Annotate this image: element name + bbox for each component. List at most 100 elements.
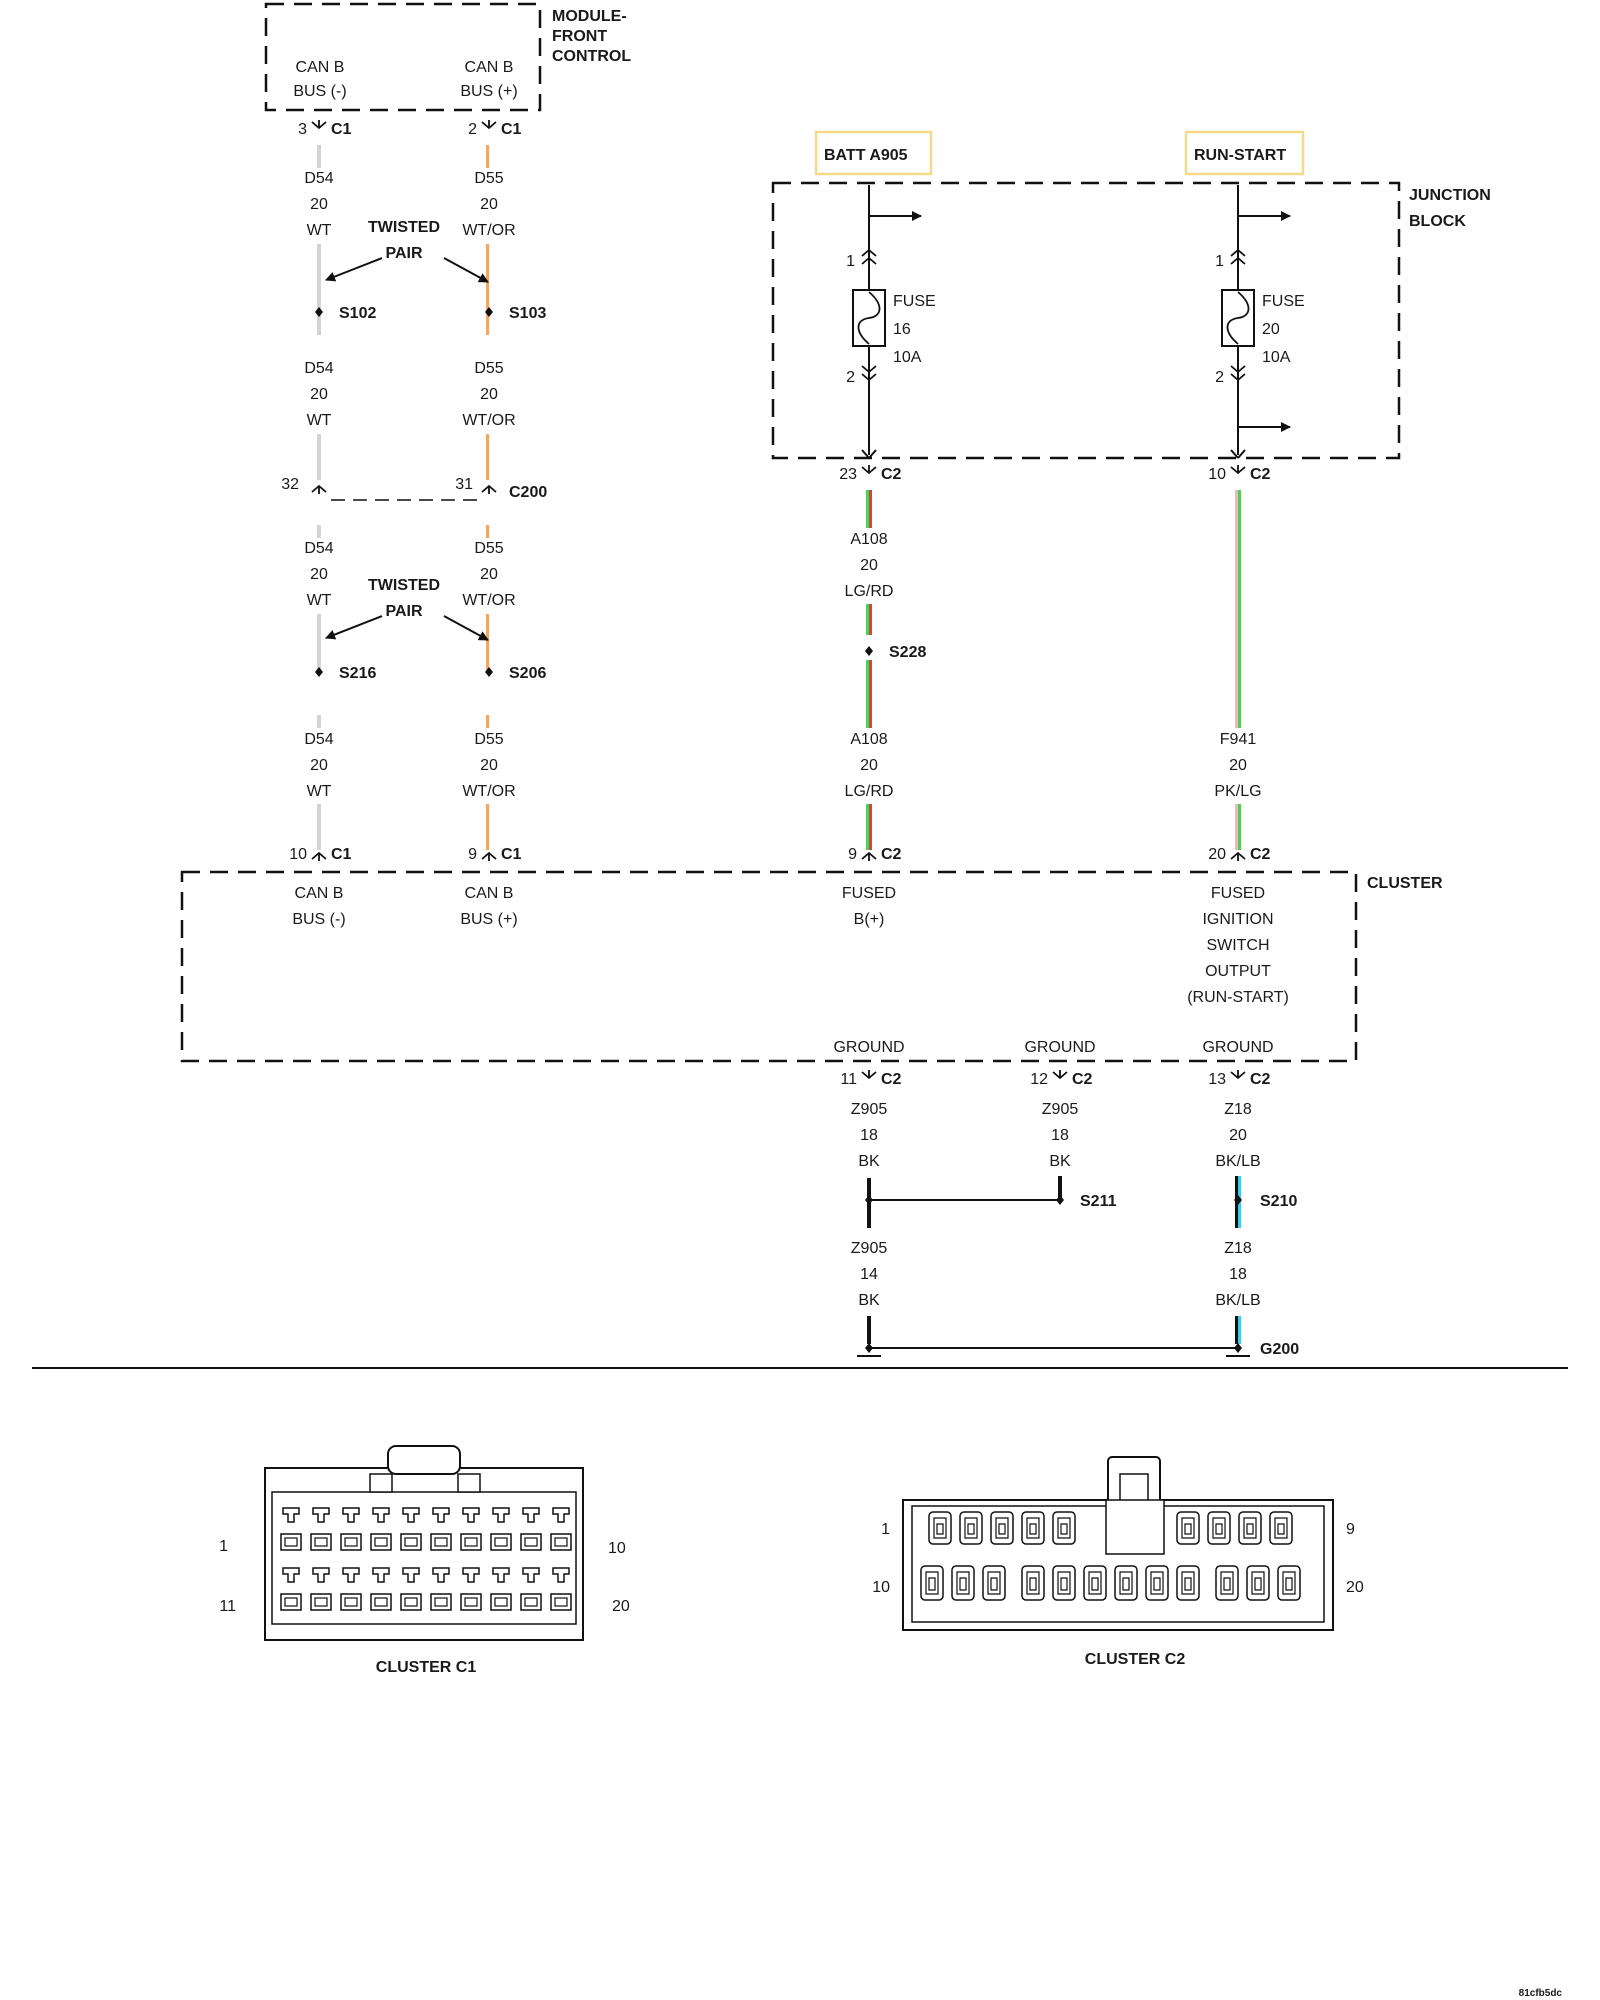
splice-s211-point [865, 1195, 873, 1205]
label-backdrop [1206, 728, 1270, 804]
run-start-label: RUN-START [1194, 147, 1286, 164]
connector-cluster-gnd-3-name: C2 [1250, 1071, 1271, 1088]
splice-s210-label: S210 [1260, 1193, 1297, 1210]
mfc-can-pos-label: BUS (+) [460, 83, 517, 100]
wire-label-d54-d: WT [307, 783, 332, 800]
wire-label-d55-c: 20 [480, 566, 498, 583]
connector-jb-batt-out-pin: 23 [839, 466, 857, 483]
wire-label-z18-b: Z18 [1224, 1240, 1252, 1257]
cluster-c2-cavity [1176, 1511, 1200, 1545]
wire-label-z905-b: Z905 [1042, 1101, 1079, 1118]
cluster-c1-terminal [432, 1507, 450, 1523]
label-backdrop [287, 538, 351, 614]
label-backdrop [455, 358, 523, 434]
cluster-c1-terminal [552, 1507, 570, 1523]
wire-label-z18-a: Z18 [1224, 1101, 1252, 1118]
wires [287, 145, 1270, 1349]
label-backdrop [455, 538, 523, 614]
connector-c200-name: C200 [509, 484, 547, 501]
cluster-c1-cavity [374, 1597, 388, 1607]
twisted-pair-arrow [325, 257, 383, 282]
cluster-c1-terminal [462, 1567, 480, 1583]
cluster-c1-cavity [310, 1593, 332, 1611]
fuse-20-in-pin: 1 [1215, 253, 1224, 270]
wire-label-z18-b: BK/LB [1215, 1292, 1260, 1309]
cluster-c2-pin-9: 9 [1346, 1521, 1355, 1538]
wire-label-z18-a: 20 [1229, 1127, 1247, 1144]
splice-s211-label: S211 [1080, 1193, 1117, 1210]
cluster-c1-cavity [430, 1533, 452, 1551]
twisted-pair-arrow [325, 615, 383, 640]
cluster-c2-terminal [1282, 1571, 1296, 1595]
symbols [311, 120, 1291, 1357]
fuse-20-out-arrow [1237, 449, 1246, 459]
cluster-c1-terminal [282, 1507, 300, 1523]
cluster-c2-terminal [1212, 1517, 1226, 1539]
splice-s206-label: S206 [509, 665, 546, 682]
twisted-pair-label-1: PAIR [385, 245, 422, 262]
cluster-c2-cavity [1246, 1565, 1270, 1601]
connector-cluster-c2-run-name: C2 [1250, 846, 1271, 863]
wire-label-z905-b: BK [1049, 1153, 1071, 1170]
cluster-c2-cavity [959, 1511, 983, 1545]
cluster-c1-terminal [372, 1507, 390, 1523]
cluster-c1-cavity [310, 1533, 332, 1551]
cluster-c2-cavity [1052, 1511, 1076, 1545]
wire-label-d54-a: WT [307, 222, 332, 239]
mfc-can-pos-label: CAN B [465, 59, 514, 76]
cluster-ground-label-3: GROUND [1202, 1039, 1273, 1056]
wire-label-z905-b: 18 [1051, 1127, 1069, 1144]
connector-cluster-c1-pos-name: C1 [501, 846, 522, 863]
connector-cluster-c2-batt-pin: 9 [848, 846, 857, 863]
connector-cluster-gnd-1-pin: 11 [840, 1071, 857, 1088]
connector-cluster-gnd-2-name: C2 [1072, 1071, 1093, 1088]
splice-s102 [315, 307, 323, 317]
fuse-16-out-arrow [861, 449, 870, 459]
cluster-ground-label-2: GROUND [1024, 1039, 1095, 1056]
cluster-c2-cavity [990, 1511, 1014, 1545]
wire-label-d55-c: D55 [474, 540, 503, 557]
cluster-c1-cavity [430, 1593, 452, 1611]
cluster-c1-housing [264, 1467, 584, 1641]
fuse-20-out-pin: 2 [1215, 369, 1224, 386]
wire-label-z905-a: BK [858, 1153, 880, 1170]
wire-label-a108-b: 20 [860, 757, 878, 774]
cluster-ignition-label: IGNITION [1202, 911, 1273, 928]
cluster-ignition-label: SWITCH [1206, 937, 1269, 954]
cluster-can-pos-label: BUS (+) [460, 911, 517, 928]
cluster-c1-cavity [370, 1593, 392, 1611]
cluster-c1-cavity [280, 1533, 302, 1551]
cluster-c1-cavity [404, 1597, 418, 1607]
cluster-c2-cavity [982, 1565, 1006, 1601]
module-front-control-box [264, 2, 542, 112]
cluster-c1-cavity [434, 1537, 448, 1547]
connector-cluster-c1-pos-pin: 9 [468, 846, 477, 863]
fuse-16-element [857, 291, 881, 345]
cluster-c1-face [271, 1491, 577, 1625]
cluster-c1-cavity [524, 1597, 538, 1607]
connector-jb-run-out-pin: 10 [1208, 466, 1226, 483]
label-backdrop [837, 528, 901, 604]
fuse-16-out-arrow [868, 449, 877, 459]
wire-label-z905-a: Z905 [851, 1101, 888, 1118]
splice-s210 [1234, 1195, 1242, 1205]
cluster-c1-pin-11: 11 [219, 1598, 236, 1615]
cluster-c1-cavity [524, 1537, 538, 1547]
cluster-c1-cavity [340, 1533, 362, 1551]
mfc-can-neg-label: BUS (-) [293, 83, 346, 100]
cluster-c2-title: CLUSTER C2 [1085, 1651, 1186, 1668]
wire-label-z905-c: Z905 [851, 1240, 888, 1257]
cluster-c2-terminal [1026, 1517, 1040, 1539]
cluster-c1-cavity [400, 1533, 422, 1551]
wire-label-z18-b: 18 [1229, 1266, 1247, 1283]
cluster-c2-cavity [1021, 1565, 1045, 1601]
cluster-c2-terminal [933, 1517, 947, 1539]
cluster-c1-cavity [550, 1533, 572, 1551]
wire-label-d54-b: 20 [310, 386, 328, 403]
connector-cluster-c2-batt-name: C2 [881, 846, 902, 863]
wire-label-d55-d: D55 [474, 731, 503, 748]
cluster-c1-cavity [370, 1533, 392, 1551]
cluster-ground-label-1: GROUND [833, 1039, 904, 1056]
splice-s216 [315, 667, 323, 677]
batt-a905-label: BATT A905 [824, 147, 908, 164]
